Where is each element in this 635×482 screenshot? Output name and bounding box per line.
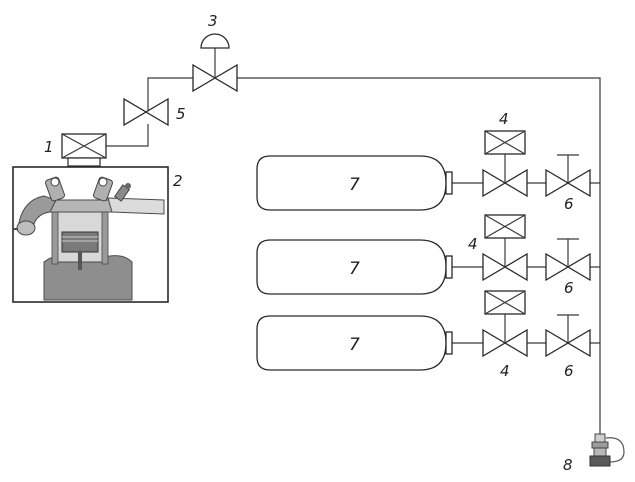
gas-cylinder-bot — [256, 315, 453, 371]
gas-cylinder-top — [256, 155, 453, 211]
solenoid-valve-bot — [482, 290, 528, 358]
label-solenoid-valve-bot: 4 — [500, 362, 510, 380]
label-engine: 2 — [173, 172, 183, 190]
gas-cylinder-mid — [256, 239, 453, 295]
line-check-valve-to-sensor — [106, 124, 149, 147]
manual-valve-mid — [545, 238, 591, 282]
engine-icon — [12, 166, 169, 303]
label-cylinder-top: 7 — [349, 175, 360, 195]
manual-valve-bot — [545, 314, 591, 358]
label-pressure-regulator: 3 — [208, 12, 218, 30]
filling-connector-icon — [589, 433, 625, 467]
label-solenoid-valve-mid: 4 — [468, 235, 478, 253]
main-gas-line — [237, 77, 601, 420]
solenoid-valve-top — [482, 130, 528, 198]
manual-valve-top — [545, 154, 591, 198]
label-cylinder-bot: 7 — [349, 335, 360, 355]
pressure-sensor-icon — [61, 133, 107, 167]
label-manual-valve-mid: 6 — [564, 279, 574, 297]
label-manual-valve-bot: 6 — [564, 362, 574, 380]
regulator-icon — [192, 33, 238, 93]
check-valve-icon — [123, 97, 169, 127]
solenoid-valve-mid — [482, 214, 528, 282]
label-check-valve: 5 — [176, 105, 186, 123]
label-solenoid-valve-top: 4 — [499, 110, 509, 128]
label-pressure-sensor: 1 — [44, 138, 54, 156]
label-filling-connector: 8 — [563, 456, 573, 474]
line-regulator-to-check-valve — [147, 77, 193, 112]
label-manual-valve-top: 6 — [564, 195, 574, 213]
label-cylinder-mid: 7 — [349, 259, 360, 279]
